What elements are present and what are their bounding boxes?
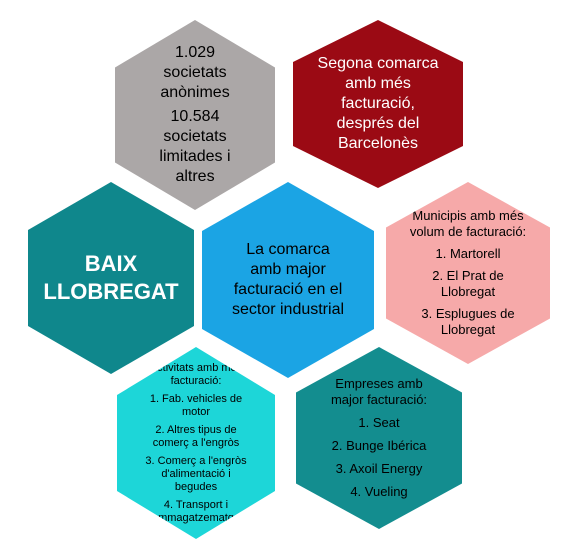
- baix-llobregat-hexagon: BAIX LLOBREGAT: [28, 182, 194, 374]
- activitat-item: 2. Altres tipus de comerç a l'engròs: [152, 423, 240, 449]
- title-line-1: BAIX: [84, 251, 138, 276]
- municipis-hexagon: Municipis amb més volum de facturació: 1…: [386, 182, 550, 364]
- activitats-hexagon: Activitats amb més facturació: 1. Fab. v…: [117, 347, 275, 539]
- activitat-item: 1. Fab. vehicles de motor: [149, 392, 243, 418]
- empresa-item: 2. Bunge Ibérica: [331, 438, 427, 453]
- sl-count-text: 10.584 societats limitades i altres: [159, 108, 231, 185]
- segona-comarca-hexagon: Segona comarca amb més facturació, despr…: [293, 20, 463, 188]
- sector-industrial-hexagon: La comarca amb major facturació en el se…: [202, 182, 374, 378]
- municipis-title: Municipis amb més volum de facturació:: [409, 208, 527, 239]
- sector-industrial-text: La comarca amb major facturació en el se…: [231, 241, 345, 318]
- segona-comarca-text: Segona comarca amb més facturació, despr…: [317, 55, 439, 152]
- title-line-2: LLOBREGAT: [43, 279, 179, 304]
- activitats-title: Activitats amb més facturació:: [149, 361, 243, 387]
- empreses-hexagon: Empreses amb major facturació: 1. Seat 2…: [296, 347, 462, 529]
- municipi-item: 1. Martorell: [435, 246, 501, 261]
- municipi-item: 3. Esplugues de Llobregat: [421, 306, 515, 337]
- societats-hexagon: 1.029 societats anònimes 10.584 societat…: [115, 20, 275, 210]
- empresa-item: 4. Vueling: [350, 484, 408, 499]
- empresa-item: 1. Seat: [358, 415, 400, 430]
- empreses-title: Empreses amb major facturació:: [330, 376, 428, 407]
- municipi-item: 2. El Prat de Llobregat: [432, 268, 504, 299]
- empresa-item: 3. Axoil Energy: [335, 461, 423, 476]
- activitat-item: 4. Transport i emmagatzematge: [151, 498, 241, 524]
- sa-count-text: 1.029 societats anònimes: [160, 44, 230, 101]
- activitat-item: 3. Comerç a l'engròs d'alimentació i beg…: [145, 454, 247, 493]
